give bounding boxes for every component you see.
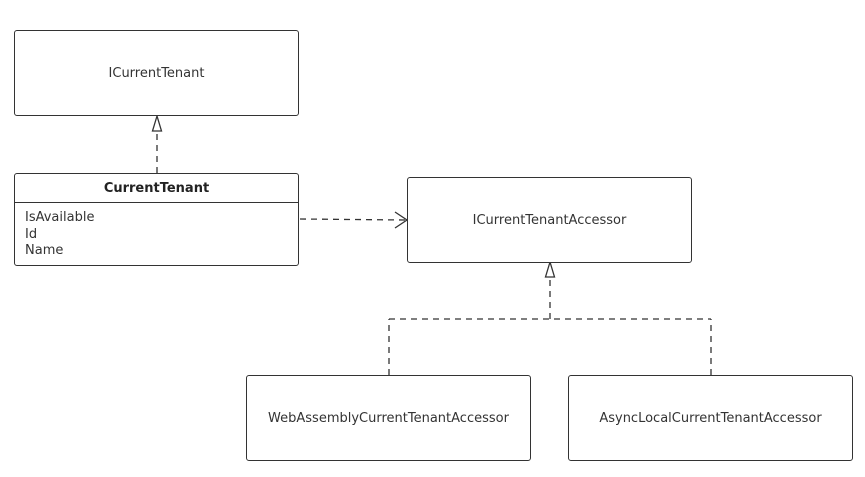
currenttenant-attributes: IsAvailable Id Name [15, 203, 298, 260]
hollow-triangle-arrow-icon [544, 259, 556, 278]
icurrenttenant-interface-box: ICurrentTenant [14, 30, 299, 116]
asynclocal-accessor-box: AsyncLocalCurrentTenantAccessor [568, 375, 853, 461]
currenttenant-class-title: CurrentTenant [15, 174, 298, 203]
icurrenttenant-label: ICurrentTenant [108, 65, 205, 81]
dependency-line [299, 218, 406, 221]
webassembly-accessor-label: WebAssemblyCurrentTenantAccessor [268, 410, 509, 426]
webassembly-accessor-box: WebAssemblyCurrentTenantAccessor [246, 375, 531, 461]
attribute-name: Name [25, 243, 64, 258]
icurrenttenantaccessor-interface-box: ICurrentTenantAccessor [407, 177, 692, 263]
hollow-triangle-arrow-icon [151, 113, 163, 132]
icurrenttenantaccessor-label: ICurrentTenantAccessor [472, 212, 627, 228]
asynclocal-accessor-label: AsyncLocalCurrentTenantAccessor [599, 410, 822, 426]
attribute-id: Id [25, 226, 38, 242]
currenttenant-class-box: CurrentTenant IsAvailable Id Name [14, 173, 299, 266]
attribute-isavailable: IsAvailable [25, 210, 95, 225]
